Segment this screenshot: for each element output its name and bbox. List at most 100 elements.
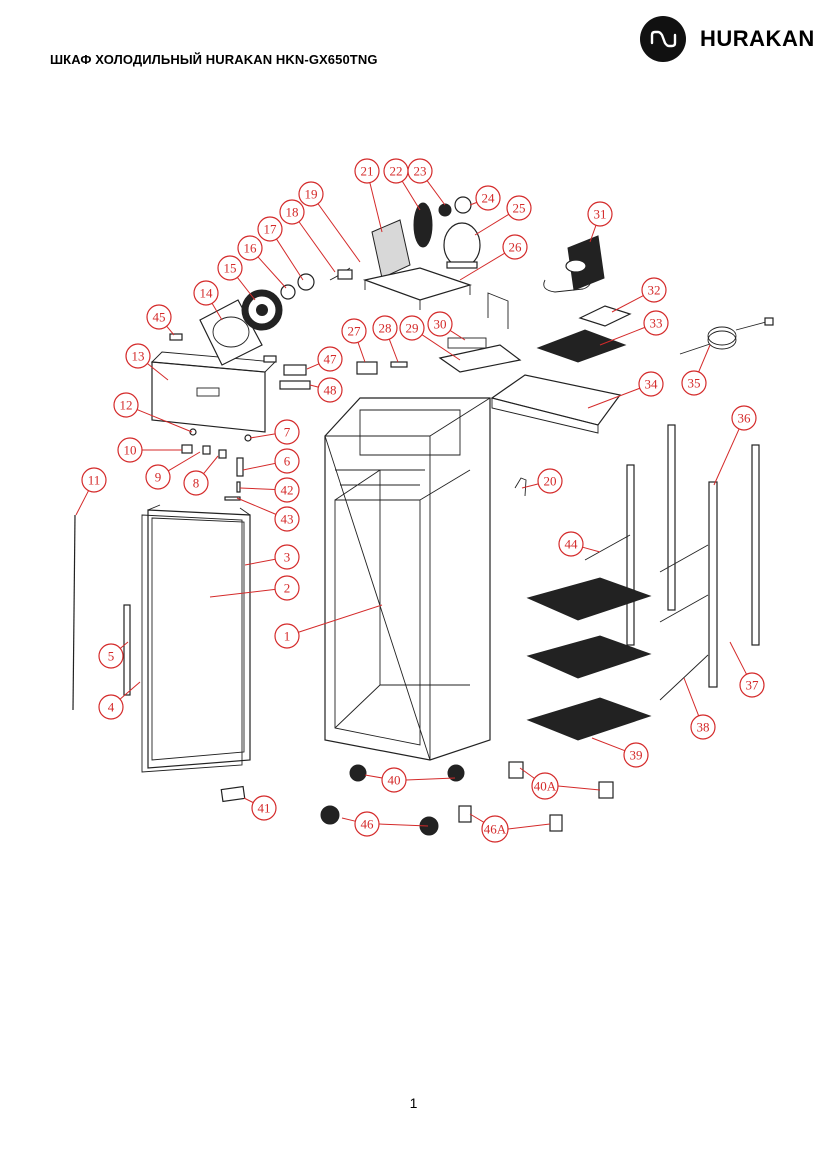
document-title: ШКАФ ХОЛОДИЛЬНЫЙ HURAKAN HKN-GX650TNG	[50, 52, 378, 67]
callout-circle	[193, 280, 219, 306]
leader-line-44	[582, 546, 601, 553]
callout-circle	[274, 623, 300, 649]
leader-line-32	[611, 295, 644, 313]
callout-number: 37	[746, 678, 760, 693]
wire-shelves	[526, 577, 652, 741]
top-cover	[490, 374, 622, 434]
leader-line-40a-secondary	[557, 785, 601, 791]
leader-line-46-secondary	[378, 823, 429, 827]
callout-15: 15	[217, 255, 243, 281]
leader-line-23	[426, 180, 446, 206]
leader-line-27	[357, 342, 366, 363]
leader-line-46a-secondary	[507, 823, 551, 830]
callout-circle	[341, 318, 367, 344]
leader-line-13	[147, 363, 169, 381]
leader-line-7	[249, 433, 276, 439]
callout-circle	[558, 531, 584, 557]
leader-line-1	[298, 604, 383, 633]
callout-number: 8	[193, 476, 200, 491]
evaporator-fan	[241, 289, 283, 331]
callout-circle	[739, 672, 765, 698]
callout-number: 36	[738, 411, 752, 426]
callout-circle	[251, 795, 277, 821]
leader-line-14	[211, 303, 223, 321]
unit-base-plate	[362, 267, 472, 310]
callout-circle	[217, 255, 243, 281]
callout-number: 15	[224, 261, 237, 276]
callout-circle	[475, 185, 501, 211]
callout-41: 41	[251, 795, 277, 821]
leader-line-35	[698, 344, 711, 373]
control-panel	[151, 351, 276, 433]
leader-line-45	[166, 325, 175, 336]
callout-circle	[125, 343, 151, 369]
callout-33: 33	[643, 310, 669, 336]
callout-17: 17	[257, 216, 283, 242]
callout-circle	[274, 575, 300, 601]
callout-circle	[317, 377, 343, 403]
callout-9: 9	[145, 464, 171, 490]
callout-circle	[506, 195, 532, 221]
callout-44: 44	[558, 531, 584, 557]
leader-lines	[75, 180, 747, 830]
page-number: 1	[409, 1095, 418, 1111]
callout-number: 25	[513, 201, 526, 216]
callout-number: 44	[565, 537, 579, 552]
leader-line-16	[257, 256, 287, 289]
leader-line-29	[421, 334, 461, 361]
callout-number: 39	[630, 748, 643, 763]
callout-28: 28	[372, 315, 398, 341]
callout-circle	[481, 815, 509, 843]
callout-6: 6	[274, 448, 300, 474]
callout-number: 46A	[484, 822, 507, 837]
leader-line-47	[306, 363, 320, 370]
callout-16: 16	[237, 235, 263, 261]
callout-number: 33	[650, 316, 663, 331]
callout-number: 6	[284, 454, 291, 469]
callout-13: 13	[125, 343, 151, 369]
callout-circle	[354, 158, 380, 184]
leader-line-24	[469, 201, 477, 206]
leader-line-8	[203, 455, 219, 475]
callout-circle	[681, 370, 707, 396]
callout-circle	[274, 419, 300, 445]
callout-47: 47	[317, 346, 343, 372]
callout-number: 32	[648, 283, 661, 298]
callout-number: 1	[284, 629, 291, 644]
leader-line-30	[449, 330, 466, 341]
callout-circle	[641, 277, 667, 303]
callout-4: 4	[98, 694, 124, 720]
hurakan-logo-icon	[640, 16, 686, 62]
callout-8: 8	[183, 470, 209, 496]
callout-circle	[146, 304, 172, 330]
callout-11: 11	[81, 467, 107, 493]
callout-36: 36	[731, 405, 757, 431]
callout-34: 34	[638, 371, 664, 397]
callout-45: 45	[146, 304, 172, 330]
callout-circle	[145, 464, 171, 490]
callout-29: 29	[399, 315, 425, 341]
callout-number: 48	[324, 383, 337, 398]
callout-number: 14	[200, 286, 214, 301]
callout-number: 40A	[534, 779, 557, 794]
callout-22: 22	[383, 158, 409, 184]
cabinet-body	[324, 397, 491, 761]
brand-name: HURAKAN	[700, 26, 815, 51]
power-cord	[679, 317, 774, 355]
callout-circle	[279, 199, 305, 225]
parts-drawing	[72, 196, 774, 836]
callout-circle	[257, 216, 283, 242]
callout-circle	[427, 311, 453, 337]
callout-circle	[274, 506, 300, 532]
callout-circle	[274, 477, 300, 503]
leader-line-38	[683, 677, 700, 716]
callout-26: 26	[502, 234, 528, 260]
callout-number: 22	[390, 164, 403, 179]
leader-line-18	[298, 221, 336, 273]
leader-line-46a	[469, 813, 485, 823]
leader-line-2	[209, 588, 276, 598]
callout-circle	[274, 544, 300, 570]
callout-5: 5	[98, 643, 124, 669]
exploded-parts-diagram: 1234567891011121314151617181920212223242…	[72, 158, 774, 843]
callout-number: 34	[645, 377, 659, 392]
